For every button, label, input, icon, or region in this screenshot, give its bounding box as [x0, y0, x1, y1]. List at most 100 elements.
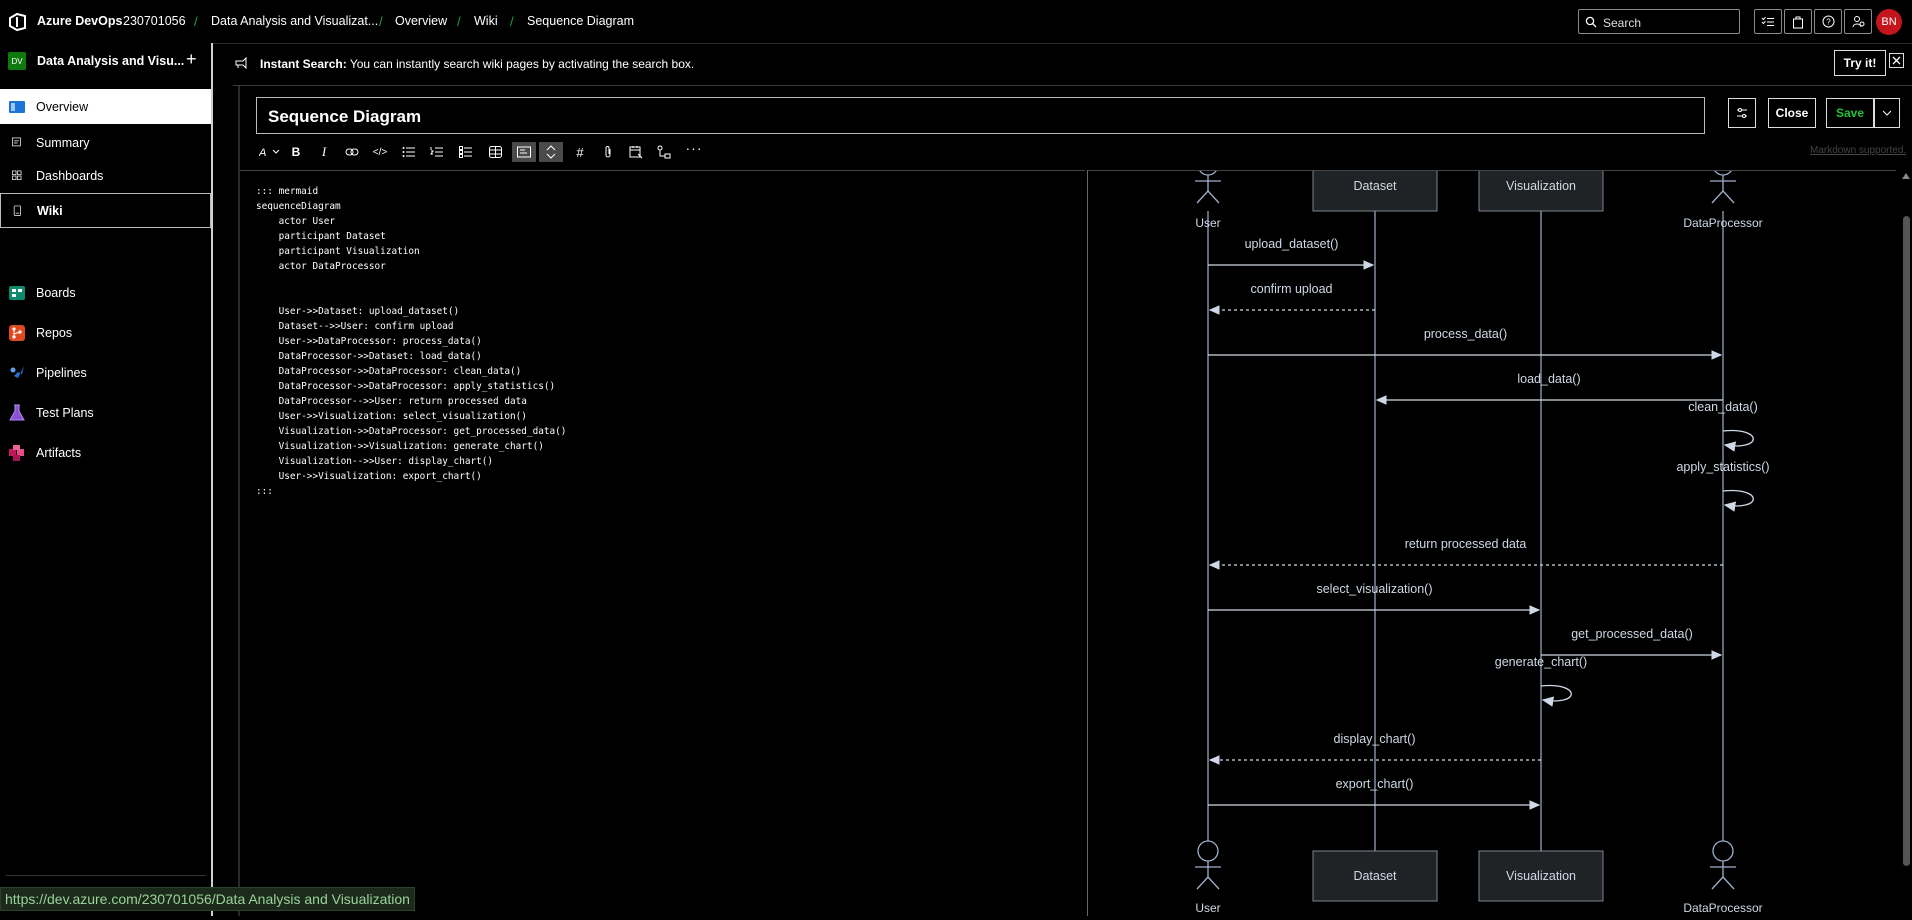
participant-label: User — [1195, 901, 1220, 915]
avatar[interactable]: BN — [1876, 9, 1902, 35]
attach-file-button[interactable] — [596, 142, 620, 162]
search-input[interactable] — [1601, 13, 1735, 32]
nav-item-pipelines[interactable]: Pipelines — [0, 356, 211, 389]
breadcrumb-separator: / — [379, 14, 383, 29]
italic-icon: I — [321, 144, 327, 159]
self-message-arrow — [1722, 429, 1754, 452]
message-label: export_chart() — [1336, 777, 1414, 791]
dismiss-banner-button[interactable] — [1889, 53, 1904, 68]
actor-head-user — [1197, 154, 1219, 176]
breadcrumb-overview[interactable]: Overview — [395, 14, 448, 28]
sliders-icon — [1737, 108, 1747, 118]
code-line[interactable]: participant Dataset — [256, 231, 386, 242]
link-button[interactable] — [340, 142, 364, 162]
breadcrumb-org-id[interactable]: 230701056 — [123, 14, 186, 28]
nav-item-test-plans[interactable]: Test Plans — [0, 396, 211, 429]
actor-head-user — [1197, 840, 1219, 862]
code-line[interactable]: DataProcessor->>Dataset: load_data() — [256, 351, 482, 362]
format-text-button[interactable]: A — [256, 142, 284, 162]
breadcrumb-project[interactable]: Data Analysis and Visualizat... — [211, 14, 379, 28]
code-icon: </> — [372, 146, 388, 158]
code-line[interactable]: Visualization-->>User: display_chart() — [256, 456, 494, 467]
user-settings-button[interactable] — [1844, 9, 1872, 34]
table-button[interactable] — [483, 142, 507, 162]
nav-item-boards[interactable]: Boards — [0, 276, 211, 309]
link-icon — [345, 148, 359, 156]
toggle-preview-button[interactable] — [512, 142, 536, 162]
breadcrumb-page[interactable]: Sequence Diagram — [527, 14, 635, 28]
instant-search-banner: Instant Search: You can instantly search… — [260, 57, 694, 71]
numbered-list-button[interactable] — [425, 142, 449, 162]
message-label: generate_chart() — [1495, 655, 1587, 669]
mention-work-item-button[interactable]: # — [568, 142, 592, 162]
test-plans-icon — [9, 404, 25, 420]
preview-scrollbar[interactable] — [1900, 170, 1912, 916]
nav-item-dashboards[interactable]: Dashboards — [0, 159, 211, 192]
scroll-up-icon[interactable] — [1902, 173, 1910, 179]
code-line[interactable]: participant Visualization — [256, 246, 420, 257]
code-line[interactable]: DataProcessor->>DataProcessor: clean_dat… — [256, 366, 522, 377]
actor-leg-user — [1196, 190, 1209, 204]
nav-item-overview[interactable]: Overview — [0, 89, 211, 124]
breadcrumb-wiki[interactable]: Wiki — [474, 14, 498, 28]
org-name[interactable]: Azure DevOps — [37, 14, 123, 28]
italic-button[interactable]: I — [312, 142, 336, 162]
add-icon[interactable]: + — [186, 49, 197, 69]
code-line[interactable]: User->>Dataset: upload_dataset() — [256, 306, 460, 317]
code-line[interactable]: User->>DataProcessor: process_data() — [256, 336, 482, 347]
code-line[interactable]: User->>Visualization: export_chart() — [256, 471, 482, 482]
nav-item-repos[interactable]: Repos — [0, 316, 211, 349]
close-button[interactable]: Close — [1768, 98, 1816, 128]
code-button[interactable]: </> — [368, 142, 392, 162]
code-line[interactable]: Dataset-->>User: confirm upload — [256, 321, 454, 332]
boards-icon — [9, 285, 25, 300]
code-line[interactable] — [256, 289, 566, 304]
expand-vertical-icon — [546, 145, 556, 159]
code-line[interactable]: Visualization->>DataProcessor: get_proce… — [256, 426, 567, 437]
code-line[interactable]: sequenceDiagram — [256, 201, 341, 212]
azure-devops-logo-icon[interactable] — [8, 12, 28, 32]
project-name[interactable]: Data Analysis and Visu... — [37, 54, 185, 68]
message-label: process_data() — [1424, 327, 1507, 341]
search-box[interactable] — [1578, 9, 1740, 34]
try-it-button[interactable]: Try it! — [1834, 50, 1886, 76]
marketplace-button[interactable] — [1784, 9, 1812, 34]
code-line[interactable]: ::: mermaid — [256, 186, 319, 197]
markdown-supported-link[interactable]: Markdown supported. — [1810, 145, 1907, 156]
code-line[interactable]: DataProcessor-->>User: return processed … — [256, 396, 527, 407]
work-items-button[interactable] — [1754, 9, 1782, 34]
editor-preview-divider[interactable] — [1087, 170, 1088, 916]
save-button[interactable]: Save — [1826, 98, 1874, 128]
task-list-button[interactable] — [454, 142, 478, 162]
project-badge[interactable]: DV — [8, 52, 26, 70]
more-options-button[interactable]: ··· — [682, 138, 706, 158]
artifacts-icon — [9, 444, 24, 461]
code-line[interactable]: DataProcessor->>DataProcessor: apply_sta… — [256, 381, 556, 392]
code-line[interactable]: actor DataProcessor — [256, 261, 386, 272]
save-options-dropdown[interactable] — [1874, 98, 1900, 128]
banner-text: You can instantly search wiki pages by a… — [346, 57, 695, 71]
markdown-editor[interactable] — [240, 170, 1085, 917]
code-line[interactable]: actor User — [256, 216, 336, 227]
code-line[interactable]: User->>Visualization: select_visualizati… — [256, 411, 527, 422]
nav-item-summary[interactable]: Summary — [0, 126, 211, 159]
code-line[interactable]: Visualization->>Visualization: generate_… — [256, 441, 544, 452]
page-title-input[interactable] — [266, 104, 1690, 130]
nav-item-wiki[interactable]: Wiki — [0, 193, 211, 228]
insert-date-button[interactable] — [624, 142, 648, 162]
numbered-list-icon — [430, 147, 443, 157]
scrollbar-thumb[interactable] — [1903, 216, 1910, 866]
nav-item-artifacts[interactable]: Artifacts — [0, 436, 211, 469]
page-title-field[interactable] — [256, 97, 1705, 134]
code-line[interactable]: ::: — [256, 486, 273, 497]
task-list-icon — [459, 146, 472, 158]
insert-diagram-button[interactable] — [652, 142, 676, 162]
code-line[interactable] — [256, 274, 566, 289]
bold-button[interactable]: B — [284, 142, 308, 162]
fullscreen-toggle-button[interactable] — [539, 142, 563, 162]
page-settings-button[interactable] — [1728, 98, 1756, 128]
help-button[interactable]: ? — [1814, 9, 1842, 34]
message-label: load_data() — [1517, 372, 1580, 386]
bulleted-list-button[interactable] — [397, 142, 421, 162]
